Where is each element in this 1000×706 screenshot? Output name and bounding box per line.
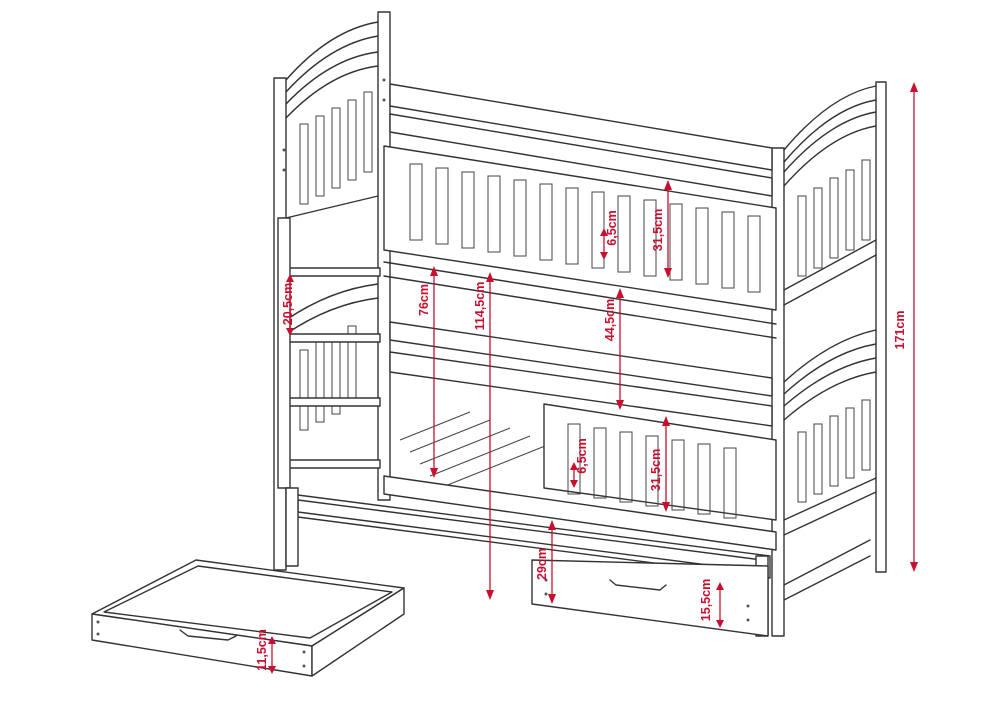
upper-bed [383,83,777,339]
dimension-lines [268,82,918,674]
right-bed-end [771,81,887,637]
label-trundle-height: 29cm [535,548,549,580]
label-bottom-rail-gap: 6,5cm [575,438,589,473]
drawer-under-bed [531,559,769,637]
dimension-labels: 171cm 31,5cm 6,5cm 44,5cm 31,5cm 6,5cm 2… [255,209,907,671]
label-ladder-step: 20,5cm [281,283,295,325]
label-top-rail-gap: 6,5cm [605,210,619,245]
label-ladder-to-top: 76cm [417,284,431,316]
lower-bed [383,321,777,551]
label-drawer-left-height: 11,5cm [255,629,269,671]
label-between-beds: 44,5cm [603,299,617,341]
label-drawer-right-height: 15,5cm [699,579,713,621]
loose-drawer [91,559,405,677]
label-total-height: 171cm [893,311,907,350]
label-top-rail-height: 31,5cm [651,209,665,251]
label-floor-to-top: 114,5cm [473,282,487,331]
label-bottom-rail-height: 31,5cm [649,449,663,491]
left-bed-end [273,11,391,571]
